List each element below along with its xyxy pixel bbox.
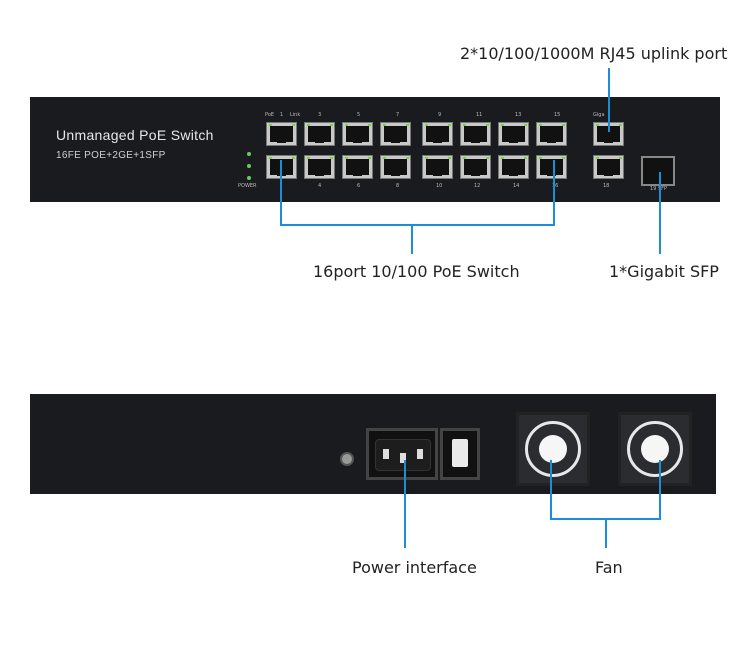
status-led	[247, 152, 251, 156]
port-number-label: 9	[438, 112, 442, 118]
poe-callout-line	[553, 160, 555, 226]
port-number-label: 4	[318, 183, 322, 189]
port-number-label: 8	[396, 183, 400, 189]
port-number-label: 14	[513, 183, 520, 189]
port-number-label: 10	[436, 183, 443, 189]
poe-ports-callout: 16port 10/100 PoE Switch	[313, 262, 520, 281]
port-number-label: 18	[603, 183, 610, 189]
poe-callout-line	[280, 160, 282, 226]
rj45-port-icon	[498, 155, 529, 179]
poe-callout-line	[411, 224, 413, 254]
port-number-label: 16	[552, 183, 559, 189]
giga-label: Giga	[593, 112, 605, 118]
link-label: Link	[290, 112, 301, 118]
uplink-callout-line	[608, 68, 610, 132]
port-number-label: 11	[476, 112, 483, 118]
fan-icon	[516, 412, 590, 486]
sfp-slot-icon	[641, 156, 675, 186]
front-panel	[30, 97, 720, 202]
status-led	[247, 164, 251, 168]
port-number-label: 6	[357, 183, 361, 189]
rj45-port-icon	[266, 122, 297, 146]
power-socket-icon	[366, 428, 438, 480]
fan-icon	[618, 412, 692, 486]
power-callout-line	[404, 460, 406, 548]
port-number-label: 5	[357, 112, 361, 118]
rj45-port-icon	[460, 155, 491, 179]
rj45-port-icon	[304, 155, 335, 179]
rj45-port-icon	[304, 122, 335, 146]
rj45-port-icon	[422, 122, 453, 146]
uplink-callout: 2*10/100/1000M RJ45 uplink port	[460, 44, 728, 63]
panel-subtitle: 16FE POE+2GE+1SFP	[56, 150, 166, 161]
fan-callout: Fan	[595, 558, 623, 577]
port-number-label: 1	[280, 112, 284, 118]
power-label: POWER	[238, 183, 257, 189]
panel-title: Unmanaged PoE Switch	[56, 127, 214, 143]
fan-callout-line	[550, 460, 552, 520]
port-number-label: 13	[515, 112, 522, 118]
rj45-port-icon	[498, 122, 529, 146]
poe-callout-line	[280, 224, 555, 226]
sfp-callout-line	[659, 172, 661, 254]
port-number-label: 15	[554, 112, 561, 118]
status-led	[247, 176, 251, 180]
port-number-label: 7	[396, 112, 400, 118]
fan-callout-line	[659, 460, 661, 520]
rj45-port-icon	[460, 122, 491, 146]
rj45-port-icon	[422, 155, 453, 179]
rj45-port-icon	[536, 122, 567, 146]
rj45-port-icon	[536, 155, 567, 179]
rj45-port-icon	[342, 122, 373, 146]
rj45-port-icon	[380, 155, 411, 179]
rocker-switch-icon	[440, 428, 480, 480]
port-number-label: 12	[474, 183, 481, 189]
poe-label: PoE	[265, 112, 275, 118]
fan-callout-line	[605, 518, 607, 548]
rj45-port-icon	[380, 122, 411, 146]
power-callout: Power interface	[352, 558, 477, 577]
rj45-port-icon	[342, 155, 373, 179]
rj45-uplink-port-icon	[593, 155, 624, 179]
port-number-label: 3	[318, 112, 322, 118]
sfp-callout: 1*Gigabit SFP	[609, 262, 719, 281]
ground-screw-icon	[340, 452, 354, 466]
sfp-label: 19 SFP	[650, 186, 668, 192]
